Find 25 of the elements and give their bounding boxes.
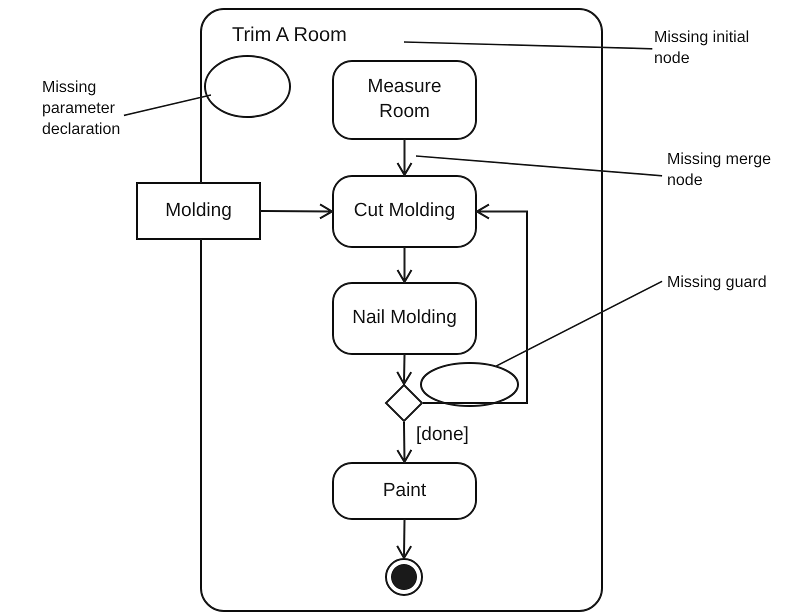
leader-line xyxy=(124,94,212,116)
arrow xyxy=(261,203,333,220)
leader-line xyxy=(496,280,662,367)
annotation-text: Missing initial node xyxy=(654,28,774,70)
leader-line xyxy=(416,155,662,177)
action-node: Measure Room xyxy=(332,60,477,140)
annotation-text: Missing parameter declaration xyxy=(42,78,132,140)
action-node: Paint xyxy=(332,462,477,520)
arrow xyxy=(423,204,528,404)
final-node xyxy=(385,558,423,596)
arrow xyxy=(396,422,412,463)
leader-line xyxy=(404,41,652,50)
arrow xyxy=(396,354,412,385)
arrow xyxy=(396,140,412,176)
arrow xyxy=(396,520,412,559)
object-node: Molding xyxy=(136,182,261,240)
action-node: Cut Molding xyxy=(332,175,477,248)
annotation-text: Missing guard xyxy=(667,273,807,294)
action-node: Nail Molding xyxy=(332,282,477,355)
annotation-text: Missing merge node xyxy=(667,150,807,192)
ellipse-shape xyxy=(204,55,291,118)
arrow xyxy=(396,248,412,283)
ellipse-shape xyxy=(420,362,519,407)
decision-diamond xyxy=(385,384,423,422)
activity-name: Trim A Room xyxy=(232,24,347,47)
